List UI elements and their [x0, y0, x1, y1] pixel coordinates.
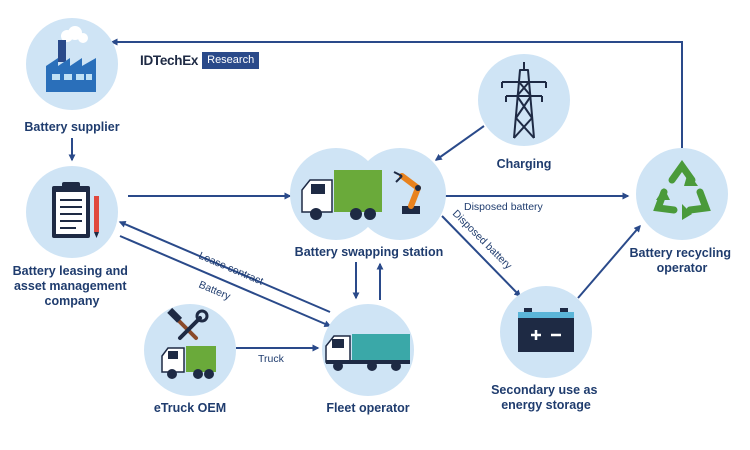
node-battery-swapping-station: Battery swapping station: [290, 148, 446, 259]
label-etruck-oem: eTruck OEM: [154, 401, 226, 415]
edge-recycling-to-supplier: [110, 38, 683, 148]
edge-fleet-to-leasing: [118, 220, 331, 313]
clipboard-icon: [52, 182, 99, 238]
node-battery-recycling: Battery recycling operator: [630, 148, 735, 275]
node-etruck-oem: eTruck OEM: [144, 304, 236, 415]
truck-tools-icon: [161, 307, 216, 379]
power-pylon-icon: [501, 62, 547, 139]
brand-name: IDTechEx: [140, 53, 199, 68]
battery-icon: [518, 308, 574, 352]
edges: [68, 38, 683, 352]
node-battery-leasing: Battery leasing and asset management com…: [13, 166, 132, 308]
label-secondary-use: Secondary use as energy storage: [491, 383, 601, 412]
node-battery-supplier: Battery supplier: [24, 18, 120, 134]
label-battery-supplier: Battery supplier: [24, 120, 119, 134]
edge-swapping-to-secondary: [441, 215, 521, 298]
label-battery-swapping-station: Battery swapping station: [295, 245, 444, 259]
edge-label-disposed-diagonal: Disposed battery: [450, 208, 515, 273]
label-charging: Charging: [497, 157, 552, 171]
semi-truck-icon: [325, 334, 410, 371]
truck-robot-arm-icon: [301, 170, 421, 220]
edge-secondary-to-recycling: [577, 224, 641, 299]
factory-icon: [46, 26, 96, 92]
label-fleet-operator: Fleet operator: [326, 401, 409, 415]
edge-label-truck: Truck: [258, 353, 285, 365]
node-secondary-use: Secondary use as energy storage: [491, 286, 601, 412]
edge-charging-to-swapping: [434, 125, 485, 161]
label-battery-leasing: Battery leasing and asset management com…: [13, 264, 132, 308]
edge-leasing-to-fleet: [119, 235, 332, 328]
label-battery-recycling: Battery recycling operator: [630, 246, 735, 275]
node-fleet-operator: Fleet operator: [322, 304, 414, 415]
edge-label-disposed-horizontal: Disposed battery: [464, 201, 544, 213]
idtechex-logo: IDTechEx Research: [140, 52, 260, 69]
brand-tag: Research: [202, 52, 260, 69]
node-charging: Charging: [478, 54, 570, 171]
